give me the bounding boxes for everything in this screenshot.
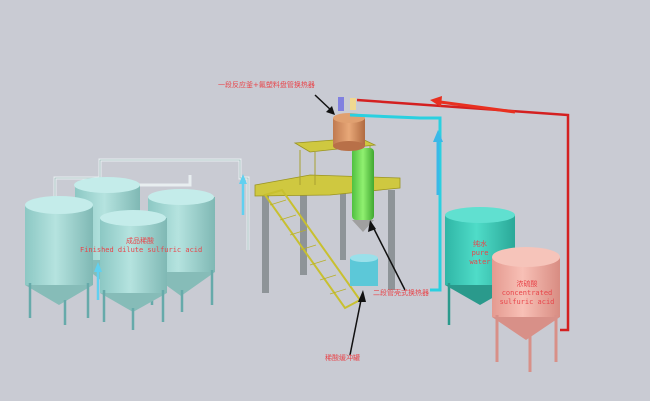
flow-arrow-acid [439,100,516,114]
water-pipe [349,113,442,292]
label-pure-water-en-2: water [469,258,491,266]
reactor [333,97,365,151]
label-conc-cn: 浓硫酸 [516,280,538,288]
product-tank [25,196,93,325]
label-heat-exchanger-2: 二段管壳式换热器 [373,289,429,297]
label-finished-cn: 成品稀酸 [126,237,154,245]
label-finished-en: Finished dilute sulfuric acid [80,246,203,254]
buffer-tank [350,254,378,286]
concentrated-acid-tank [492,247,560,372]
product-tanks [25,177,215,330]
label-conc-en-1: concentrated [501,289,553,297]
product-tank [100,210,167,330]
label-buffer-tank: 稀酸缓冲罐 [325,354,360,362]
label-pure-water-en-1: pure [471,249,489,257]
acid-pipe [356,98,570,332]
label-pure-water: 纯水 pure water [460,240,500,267]
label-conc-en-2: sulfuric acid [499,298,555,306]
shell-tube-exchanger [352,148,374,220]
label-finished-acid: 成品稀酸 Finished dilute sulfuric acid [80,237,203,255]
steel-structure [254,137,401,310]
label-reactor: 一段反应釜+氟塑料盘管换热器 [218,81,315,89]
label-concentrated-acid: 浓硫酸 concentrated sulfuric acid [495,280,559,307]
label-pure-water-cn: 纯水 [473,240,487,248]
